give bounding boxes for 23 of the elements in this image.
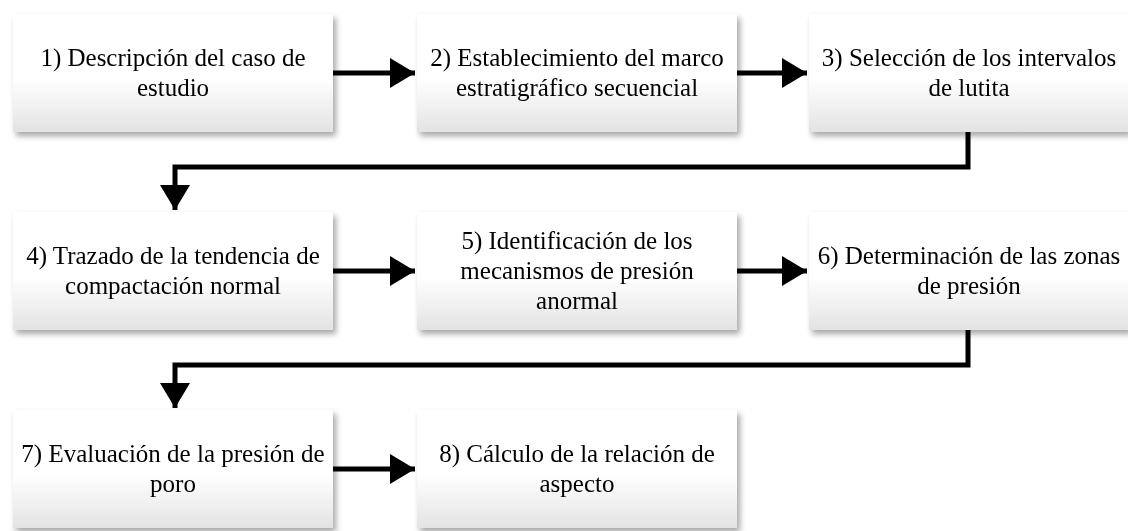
process-box — [417, 410, 737, 528]
arrow — [333, 454, 415, 484]
arrow — [737, 256, 807, 286]
arrow — [160, 330, 971, 408]
arrow — [737, 58, 807, 88]
step-label: 5) Identificación de los mecanismos de presión anormal — [459, 226, 695, 316]
step-label: 6) Determinación de las zonas de presión — [817, 241, 1121, 301]
step-label: 3) Selección de los intervalos de lutita — [820, 43, 1118, 103]
process-box — [417, 212, 737, 330]
process-box — [417, 14, 737, 132]
arrow — [160, 132, 971, 210]
step-label: 8) Cálculo de la relación de aspecto — [438, 439, 716, 499]
step-label: 7) Evaluación de la presión de poro — [21, 439, 325, 499]
process-box — [809, 14, 1128, 132]
arrow — [333, 256, 415, 286]
step-label: 2) Establecimiento del marco estratigráfico secuencial — [429, 43, 725, 103]
process-box — [13, 410, 333, 528]
step-label: 4) Trazado de la tendencia de compactación normal — [25, 241, 321, 301]
process-box — [13, 212, 333, 330]
step-label: 1) Descripción del caso de estudio — [39, 43, 307, 103]
process-box — [809, 212, 1128, 330]
arrow — [333, 58, 415, 88]
process-box — [13, 14, 333, 132]
